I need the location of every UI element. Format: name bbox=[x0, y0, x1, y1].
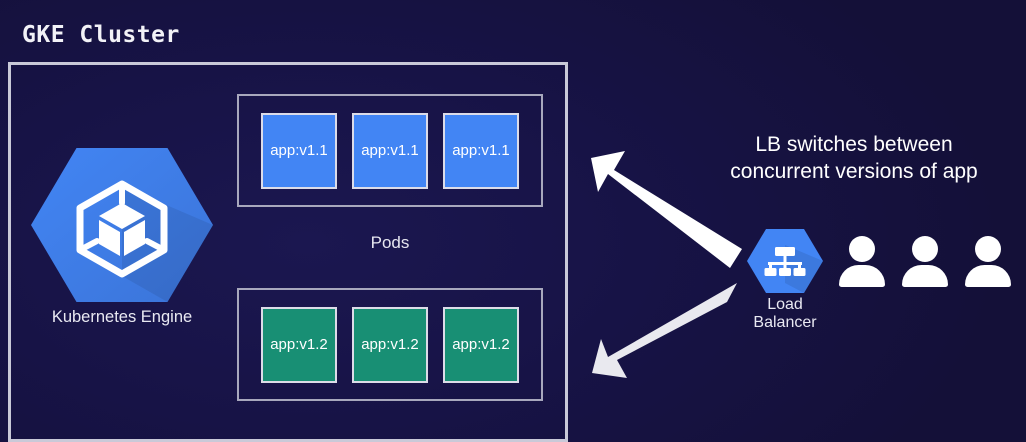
pods-caption: Pods bbox=[370, 233, 410, 252]
lb-description: LB switches between concurrent versions … bbox=[684, 132, 1024, 186]
pod-group-v1-2: app:v1.2 app:v1.2 app:v1.2 bbox=[237, 288, 543, 401]
user-icon bbox=[901, 234, 949, 287]
pod-box: app:v1.2 bbox=[443, 306, 519, 383]
user-head bbox=[975, 236, 1001, 262]
pod-box: app:v1.1 bbox=[443, 112, 519, 189]
gke-cluster-boundary bbox=[8, 62, 568, 442]
load-balancer-label-line1: Load bbox=[767, 296, 803, 313]
lb-description-line1: LB switches between bbox=[755, 133, 953, 156]
user-body bbox=[839, 265, 885, 287]
user-icon bbox=[838, 234, 886, 287]
page-title: GKE Cluster bbox=[22, 22, 180, 48]
load-balancer-hexagon-icon bbox=[747, 228, 823, 294]
user-head bbox=[912, 236, 938, 262]
kubernetes-engine-hexagon-icon bbox=[31, 146, 213, 304]
arrow-lb-to-v1-2 bbox=[592, 283, 737, 378]
user-body bbox=[902, 265, 948, 287]
pod-box: app:v1.1 bbox=[261, 112, 337, 189]
load-balancer-label-line2: Balancer bbox=[753, 313, 817, 331]
kubernetes-engine-node: Kubernetes Engine bbox=[27, 146, 217, 346]
user-head bbox=[849, 236, 875, 262]
pod-box: app:v1.2 bbox=[352, 306, 428, 383]
load-balancer-label: Load Balancer bbox=[753, 296, 816, 332]
load-balancer-node: Load Balancer bbox=[740, 228, 830, 332]
pod-box: app:v1.1 bbox=[352, 112, 428, 189]
lb-description-line2: concurrent versions of app bbox=[730, 159, 978, 183]
pod-box: app:v1.2 bbox=[261, 306, 337, 383]
user-icon bbox=[964, 234, 1012, 287]
pod-group-v1-1: app:v1.1 app:v1.1 app:v1.1 bbox=[237, 94, 543, 207]
user-body bbox=[965, 265, 1011, 287]
kubernetes-engine-label: Kubernetes Engine bbox=[51, 308, 193, 326]
users-group bbox=[838, 234, 1012, 287]
